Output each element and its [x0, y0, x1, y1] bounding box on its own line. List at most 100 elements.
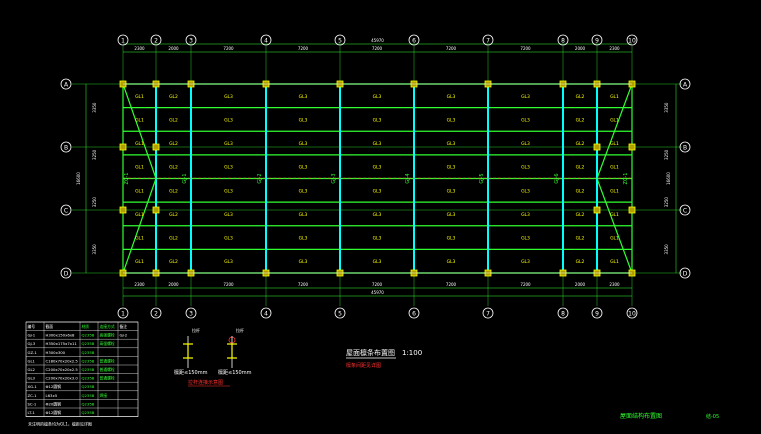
brace-diagonal — [596, 83, 633, 179]
detail-sketches: 拉杆 檩距≤150mm 拉杆 檩距≤150mm 拉杆连接示意图 — [174, 327, 252, 387]
purlin-label: GL3 — [373, 141, 382, 147]
dim-text-vertical: 3350 — [92, 102, 97, 113]
dim-text-bottom: 7200 — [446, 282, 457, 287]
legend-header-cell: 截面 — [46, 324, 54, 329]
grid-label-col: 8 — [561, 311, 565, 318]
dim-text-top: 2300 — [134, 46, 145, 51]
detail-left: 拉杆 檩距≤150mm — [174, 327, 208, 376]
legend-cell: Q235B — [82, 358, 95, 363]
grid-bubble-row — [60, 141, 72, 153]
dim-text-bottom: 7200 — [298, 282, 309, 287]
grid-label-col: 4 — [264, 38, 268, 45]
frame-label: GJ-3 — [331, 173, 337, 183]
dim-text-bottom: 7200 — [520, 282, 531, 287]
legend-cell: XG-1 — [28, 384, 38, 389]
purlin-label: GL2 — [169, 165, 178, 171]
purlin-label: GL2 — [576, 165, 585, 171]
purlin-label: GL1 — [135, 236, 144, 242]
purlin-label: GL3 — [521, 212, 530, 218]
legend-cell: SC-1 — [28, 401, 37, 406]
legend-cell: 高强螺栓 — [100, 341, 115, 346]
legend-footer-note: 未注明的檩条均为GL1，檩距见详图 — [28, 421, 92, 427]
sheet-number: 结-05 — [706, 413, 719, 420]
legend-cell: GL2 — [28, 367, 36, 372]
purlin-label: GL3 — [521, 188, 530, 194]
dim-overall-vertical: 16600 — [666, 172, 671, 185]
legend-cell: L63x5 — [46, 393, 58, 398]
purlin-label: GL1 — [610, 188, 619, 194]
grid-bubble-row — [60, 204, 72, 216]
purlin-label: GL2 — [169, 236, 178, 242]
purlin-label: GL2 — [576, 94, 585, 100]
plan-title: 屋面檩条布置图 — [346, 348, 395, 357]
purlin-label: GL3 — [373, 212, 382, 218]
purlin-label: GL3 — [521, 259, 530, 265]
purlin-label: GL3 — [299, 236, 308, 242]
purlin-label: GL3 — [447, 259, 456, 265]
grid-bubble-row — [679, 78, 691, 90]
column-marker — [119, 143, 127, 151]
purlin-label: GL3 — [224, 236, 233, 242]
dim-text-vertical: 3250 — [664, 149, 669, 160]
purlin-label: GL1 — [135, 94, 144, 100]
grid-label-col: 3 — [189, 311, 193, 318]
brace-label: ZC-1 — [623, 173, 629, 185]
dim-text-top: 2000 — [575, 46, 586, 51]
grid-bubble-col — [260, 307, 272, 319]
dim-text-bottom: 2300 — [609, 282, 620, 287]
legend-cell: GL1 — [28, 358, 36, 363]
purlin-label: GL1 — [135, 165, 144, 171]
purlin-label: GL1 — [610, 259, 619, 265]
dim-overall-bottom: 45970 — [371, 290, 384, 295]
grid-bubble-col — [408, 307, 420, 319]
purlin-label: GL3 — [373, 188, 382, 194]
title-block: 屋面檩条布置图 1:100 檩条间距见详图 屋面结构布置图 结-05 — [346, 348, 719, 420]
legend-cell: C200x70x20x3.0 — [46, 376, 79, 381]
purlin-label: GL3 — [447, 188, 456, 194]
purlin-label: GL3 — [299, 259, 308, 265]
purlin-label: GL3 — [299, 212, 308, 218]
legend-cell: H350x175x7x11 — [46, 341, 78, 346]
column-marker — [593, 143, 601, 151]
legend-cell: LT-1 — [28, 410, 36, 415]
grid-bubble-col — [117, 34, 129, 46]
purlin-label: GL3 — [299, 165, 308, 171]
dim-text-bottom: 7200 — [372, 282, 383, 287]
grid-label-row: A — [64, 82, 69, 89]
purlin-label: GL1 — [135, 141, 144, 147]
grid-label-col: 7 — [486, 38, 490, 45]
dim-text-top: 2300 — [609, 46, 620, 51]
grid-label-col: 4 — [264, 311, 268, 318]
detail-caption: 拉杆连接示意图 — [188, 379, 223, 386]
purlin-label: GL2 — [576, 259, 585, 265]
dim-text-top: 7200 — [446, 46, 457, 51]
plan-note: 檩条间距见详图 — [346, 362, 381, 369]
legend-cell: H300x150x6x8 — [46, 333, 76, 338]
dim-text-top: 2000 — [168, 46, 179, 51]
grid-bubble-col — [150, 307, 162, 319]
grid-label-row: B — [64, 145, 68, 152]
legend-cell: Φ12圆钢 — [46, 410, 62, 415]
detail-right-label: 檩距≤150mm — [218, 369, 252, 376]
grid-label-col: 6 — [412, 311, 416, 318]
label-layer: 2300 2000 7200 7200 7200 7200 7200 2000 2300 4597… — [64, 38, 688, 318]
legend-cell: Φ20圆钢 — [46, 401, 62, 406]
detail-left-tag: 拉杆 — [192, 327, 200, 333]
grid-label-col: 10 — [628, 38, 636, 45]
dim-overall-top: 45970 — [371, 38, 384, 43]
purlin-label: GL2 — [576, 117, 585, 123]
purlin-label: GL1 — [135, 212, 144, 218]
legend-cell: C180x70x20x2.5 — [46, 358, 79, 363]
purlin-label: GL1 — [135, 117, 144, 123]
grid-label-row: D — [683, 271, 688, 278]
purlin-label: GL1 — [610, 212, 619, 218]
legend-cell: 普通螺栓 — [100, 358, 115, 363]
dim-text-vertical: 3350 — [664, 102, 669, 113]
purlin-label: GL3 — [521, 141, 530, 147]
column-marker — [593, 206, 601, 214]
legend-cell: H300x300 — [46, 350, 66, 355]
legend-cell: Q235B — [82, 401, 95, 406]
purlin-label: GL3 — [447, 141, 456, 147]
grid-label-col: 1 — [121, 311, 125, 318]
dim-text-bottom: 7200 — [223, 282, 234, 287]
